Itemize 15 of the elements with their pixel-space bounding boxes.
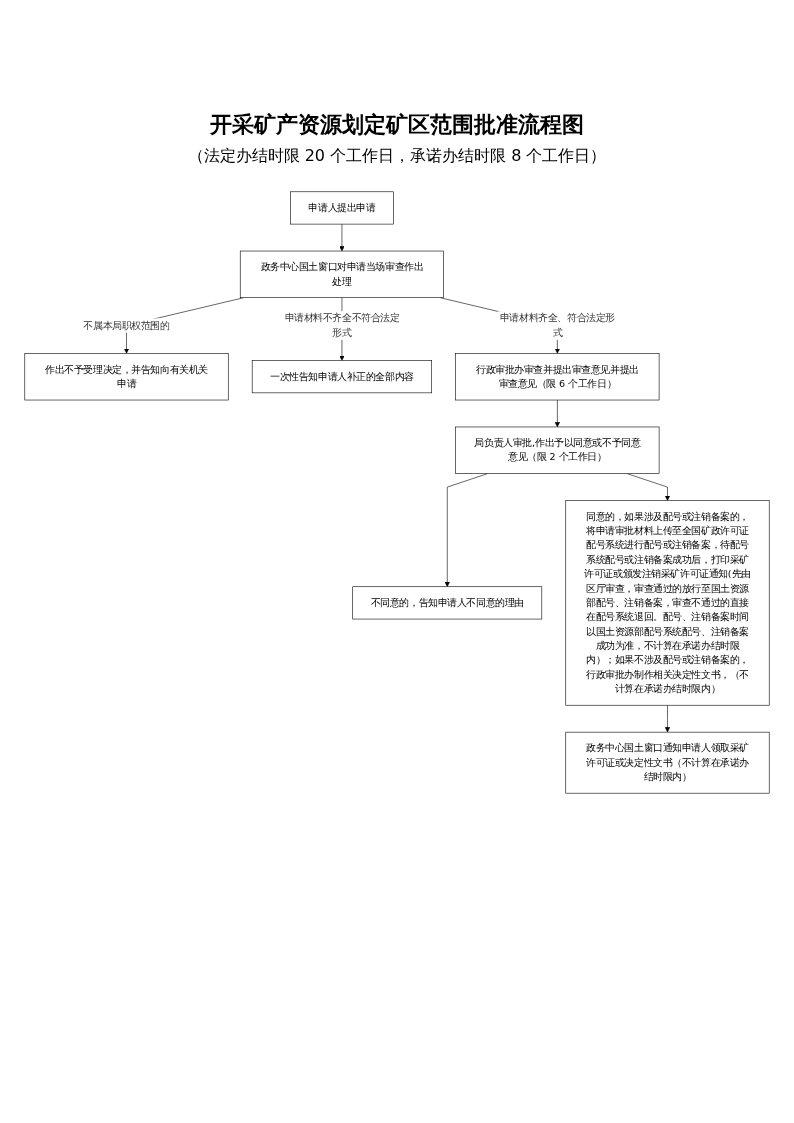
node-box [239, 250, 444, 298]
node-box [565, 731, 770, 794]
edge-label: 申请材料齐全、符合法定形式 [499, 312, 615, 339]
edge-label: 申请材料不齐全不符合法定形式 [284, 312, 400, 339]
flowchart-drawing: 不属本局职权范围的 申请材料不齐全不符合法定形式 申请材料齐全、符合法定形式 申请人提出申请 政务中心国土窗口对申请当场审查作出处理 作出不予受理决定，并告知向有关机关申请 一次性告知申请人补正的全部内容 行政审批办审查并提出审查意见并提出审查意见（限 6 个工作日） 局负责人审批,作出予以同意或不予同意意见（限 2 个工作日） 不同意的，告知申请人不同意的理由 同意的，如果涉及配号或注销备案的，将申请审批材料上传至全国矿政许可证配号系统进行配号或注销备案，待配号系统配号或注销备案成功后，打印采矿许可证或颁发注销采矿许可证通知(先由区厅审查，审查通过的放行至国土资源部配号、注销备案，审查不通过的直接在配号系统退回。配号、注销备案时间以国土资源部配号系统配号、注销备案成功为准，不计算在承诺办结时限内）；如果不涉及配号或注销备案的，行政审批办制作相关决定性文书，（不计算在承诺办结时限内） 政务中心国土窗口通知申请人领取采矿许可证或决定性文书（不计算在承诺办结时限内） [20, 187, 774, 798]
diagram-title: 开采矿产资源划定矿区范围批准流程图 [209, 110, 585, 139]
subtitle-note: （法定办结时限 20 个工作日，承诺办结时限 8 个工作日） [187, 146, 607, 167]
node-box [352, 586, 543, 620]
node-box [565, 500, 770, 706]
node-box [290, 191, 394, 225]
node-box [24, 353, 229, 401]
edge-label: 不属本局职权范围的 [83, 319, 170, 331]
node-box [455, 426, 660, 474]
node-box [251, 360, 432, 394]
node-box [455, 353, 660, 401]
